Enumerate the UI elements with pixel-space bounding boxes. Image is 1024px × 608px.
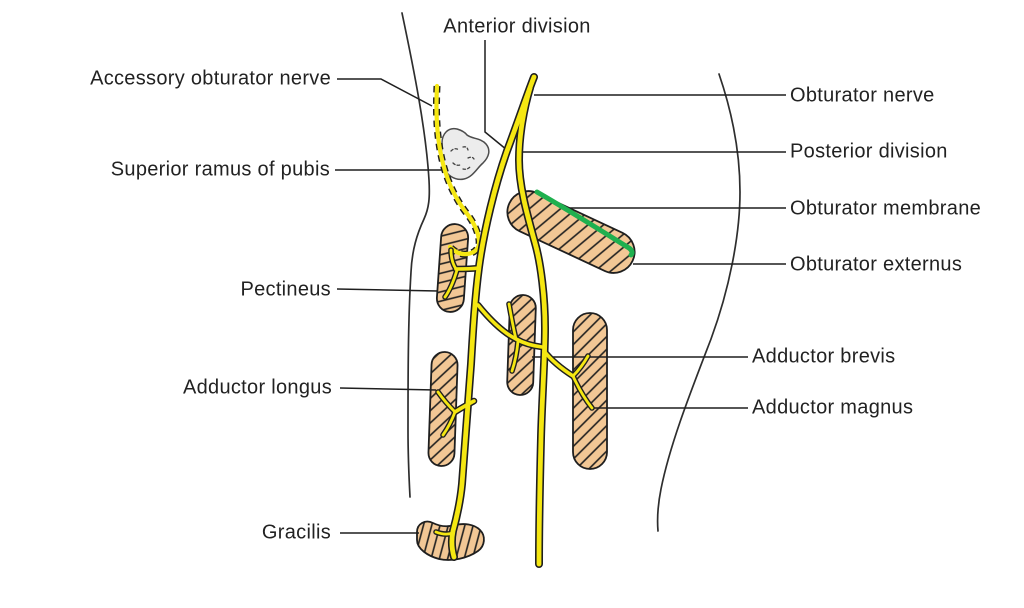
leader-accessory-obturator-nerve	[337, 78, 433, 107]
muscles	[416, 190, 636, 561]
pectineus-branch	[454, 266, 481, 271]
accessory-obturator-nerve-path	[432, 83, 483, 258]
label-gracilis: Gracilis	[261, 521, 331, 544]
label-posterior-division: Posterior division	[790, 140, 948, 163]
right-thigh-contour	[656, 73, 741, 532]
superior-ramus-of-pubis-bone	[440, 127, 490, 181]
adductor-magnus-branch	[542, 349, 575, 378]
label-anterior-division: Anterior division	[443, 15, 591, 38]
anterior-division-nerve	[449, 74, 537, 560]
leader-adductor-longus	[339, 387, 437, 391]
body-contours	[401, 12, 741, 532]
adductor-magnus-muscle	[572, 312, 608, 470]
label-accessory-obturator-nerve: Accessory obturator nerve	[90, 67, 331, 90]
label-pectineus: Pectineus	[240, 278, 331, 301]
bone-speckles	[450, 146, 475, 170]
leader-pectineus	[336, 288, 439, 292]
label-adductor-brevis: Adductor brevis	[752, 345, 896, 368]
label-obturator-membrane: Obturator membrane	[790, 197, 982, 220]
leader-lines	[335, 40, 786, 534]
nerve-fills	[434, 74, 594, 567]
obturator-nerve-tree	[433, 73, 595, 568]
label-adductor-magnus: Adductor magnus	[752, 396, 914, 419]
leader-anterior-division	[484, 40, 508, 151]
pubis-bone-shape	[440, 127, 490, 181]
obturator-externus-muscle	[506, 190, 636, 274]
obturator-membrane-band	[534, 189, 635, 258]
gracilis-branch	[434, 530, 455, 536]
label-obturator-externus: Obturator externus	[790, 253, 963, 276]
label-obturator-nerve: Obturator nerve	[790, 84, 935, 107]
left-thigh-contour	[401, 12, 431, 498]
label-adductor-longus: Adductor longus	[182, 376, 332, 399]
adductor-longus-branch	[453, 399, 476, 414]
posterior-division-nerve	[516, 85, 548, 567]
adductor-longus-muscle	[427, 351, 459, 467]
label-superior-ramus-of-pubis: Superior ramus of pubis	[110, 158, 330, 181]
